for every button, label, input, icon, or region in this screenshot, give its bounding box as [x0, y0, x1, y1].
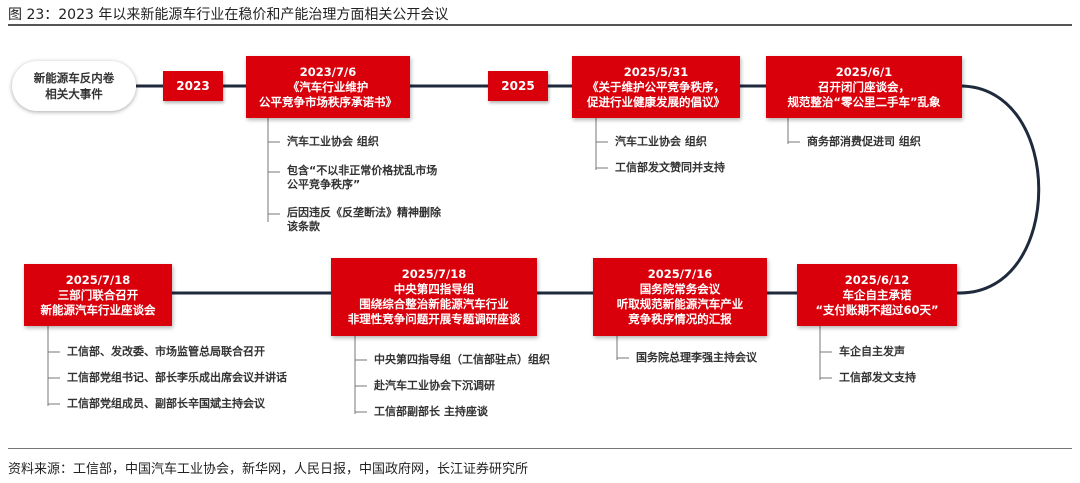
event-text: 公平竞争市场秩序承诺书》 [259, 94, 397, 109]
event-detail: 工信部副部长 主持座谈 [374, 405, 488, 418]
event-text: “支付账期不超过60天” [815, 302, 939, 317]
event-text: 中央第四指导组 [393, 282, 475, 296]
event-text: 非理性竞争问题开展专题调研座谈 [347, 312, 521, 326]
event-detail: 工信部发文赞同并支持 [615, 161, 725, 174]
event-detail-line: 后因违反《反垄断法》精神删除 [287, 206, 441, 219]
event-2025-7-18-ministries: 2025/7/18 三部门联合召开 新能源汽车行业座谈会 [24, 264, 172, 326]
event-text: 车企自主承诺 [842, 287, 912, 302]
event-detail: 工信部、发改委、市场监管总局联合召开 [67, 345, 265, 358]
event-2023-7-6: 2023/7/6 《汽车行业维护 公平竞争市场秩序承诺书》 [246, 56, 410, 118]
event-text: 新能源汽车行业座谈会 [40, 302, 156, 317]
source-note: 资料来源：工信部，中国汽车工业协会，新华网，人民日报，中国政府网，长江证券研究所 [8, 462, 529, 477]
event-2025-5-31: 2025/5/31 《关于维护公平竞争秩序， 促进行业健康发展的倡议》 [572, 56, 740, 118]
event-detail: 汽车工业协会 组织 [615, 135, 707, 148]
event-2025-7-16: 2025/7/16 国务院常务会议 听取规范新能源汽车产业 竞争秩序情况的汇报 [593, 258, 767, 336]
year-marker-2025: 2025 [488, 71, 548, 101]
event-detail: 工信部党组成员、副部长辛国斌主持会议 [67, 397, 265, 410]
event-date: 2025/6/12 [844, 272, 910, 287]
event-date: 2025/5/31 [623, 64, 689, 79]
bottom-rule [8, 448, 1072, 449]
event-detail: 汽车工业协会 组织 [287, 135, 379, 148]
event-text: 促进行业健康发展的倡议》 [587, 94, 725, 109]
event-detail: 工信部党组书记、部长李乐成出席会议并讲话 [67, 371, 287, 384]
event-text: 规范整治“零公里二手车”乱象 [787, 94, 941, 109]
event-text: 国务院常务会议 [639, 282, 721, 296]
event-date: 2025/7/18 [401, 267, 467, 281]
event-detail: 后因违反《反垄断法》精神删除 该条款 [287, 206, 441, 234]
event-date: 2023/7/6 [299, 64, 357, 79]
event-detail: 国务院总理李强主持会议 [636, 351, 757, 364]
event-text: 《关于维护公平竞争秩序， [587, 79, 725, 94]
event-detail: 包含“不以非正常价格扰乱市场 公平竞争秩序” [287, 164, 437, 192]
start-label-line2: 相关大事件 [45, 87, 103, 101]
event-2025-7-18-group: 2025/7/18 中央第四指导组 围绕综合整治新能源汽车行业 非理性竞争问题开… [331, 258, 537, 336]
event-date: 2025/7/16 [647, 267, 713, 281]
timeline-start-node: 新能源车反内卷 相关大事件 [12, 61, 136, 111]
event-2025-6-1: 2025/6/1 召开闭门座谈会， 规范整治“零公里二手车”乱象 [766, 56, 962, 118]
event-detail: 赴汽车工业协会下沉调研 [374, 379, 495, 392]
event-text: 听取规范新能源汽车产业 [616, 297, 744, 311]
event-detail-line: 包含“不以非正常价格扰乱市场 [287, 164, 438, 177]
event-date: 2025/6/1 [835, 64, 893, 79]
figure-title: 图 23：2023 年以来新能源车行业在稳价和产能治理方面相关公开会议 [8, 7, 449, 23]
event-date: 2025/7/18 [65, 272, 131, 287]
event-text: 三部门联合召开 [57, 287, 139, 302]
event-detail: 工信部发文支持 [839, 371, 916, 384]
event-detail-line: 该条款 [287, 220, 320, 233]
event-2025-6-12: 2025/6/12 车企自主承诺 “支付账期不超过60天” [797, 264, 957, 326]
event-text: 竞争秩序情况的汇报 [628, 312, 732, 326]
top-rule [8, 24, 1072, 26]
event-detail: 商务部消费促进司 组织 [807, 135, 921, 148]
event-text: 召开闭门座谈会， [818, 79, 910, 94]
event-detail: 车企自主发声 [839, 345, 905, 358]
start-label-line1: 新能源车反内卷 [33, 71, 115, 85]
event-text: 围绕综合整治新能源汽车行业 [359, 297, 509, 311]
year-marker-2023: 2023 [163, 71, 223, 101]
event-detail-line: 公平竞争秩序” [287, 178, 361, 191]
event-detail: 中央第四指导组（工信部驻点）组织 [374, 353, 550, 366]
event-text: 《汽车行业维护 [287, 79, 369, 94]
